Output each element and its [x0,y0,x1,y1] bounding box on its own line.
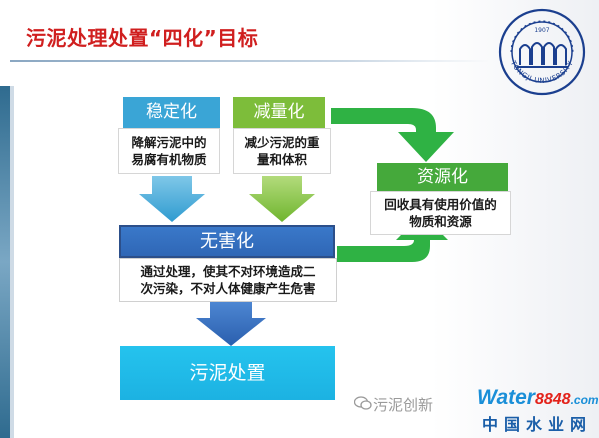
stabilize-line-1: 降解污泥中的 [131,135,207,150]
stabilize-line-2: 易腐有机物质 [131,152,207,167]
resource-heading: 资源化 [377,163,508,191]
arrow-reduce-to-resource [331,108,454,162]
stabilize-description: 降解污泥中的 易腐有机物质 [118,128,220,174]
left-accent-bar [0,86,10,438]
slide-title: 污泥处理处置“四化”目标 [26,26,259,50]
harmless-heading: 无害化 [119,225,335,258]
tongji-logo-icon: 1907 TONGJI UNIVERSITY [498,8,586,96]
resource-description: 回收具有使用价值的 物质和资源 [370,191,511,235]
reduce-description: 减少污泥的重 量和体积 [233,128,331,174]
brand-num: 8848 [534,391,571,408]
harmless-line-1: 通过处理，使其不对环境造成二 [140,264,316,279]
arrow-stabilize-down [139,176,205,222]
wechat-icon [354,396,372,410]
reduce-line-2: 量和体积 [256,152,307,167]
watermark-text: 污泥创新 [373,396,434,414]
brand-subtitle: 中国水业网 [482,415,593,434]
logo-year: 1907 [534,27,549,34]
logo-arches-icon [517,42,568,68]
harmless-description: 通过处理，使其不对环境造成二 次污染，不对人体健康产生危害 [119,258,337,302]
disposal-box: 污泥处置 [120,346,335,400]
resource-line-1: 回收具有使用价值的 [384,197,497,212]
brand-logo: Water8848.com [477,386,599,410]
arrow-reduce-down [249,176,315,222]
harmless-line-2: 次污染，不对人体健康产生危害 [140,281,316,296]
brand-main: Water [477,386,535,409]
stabilize-heading: 稳定化 [123,97,220,128]
arrow-harmless-down [196,302,266,346]
brand-suffix: .com [570,393,599,407]
left-accent-stripe [10,86,14,438]
reduce-line-1: 减少污泥的重 [244,135,320,150]
resource-line-2: 物质和资源 [409,214,472,229]
title-underline [10,60,490,62]
reduce-heading: 减量化 [233,97,325,128]
